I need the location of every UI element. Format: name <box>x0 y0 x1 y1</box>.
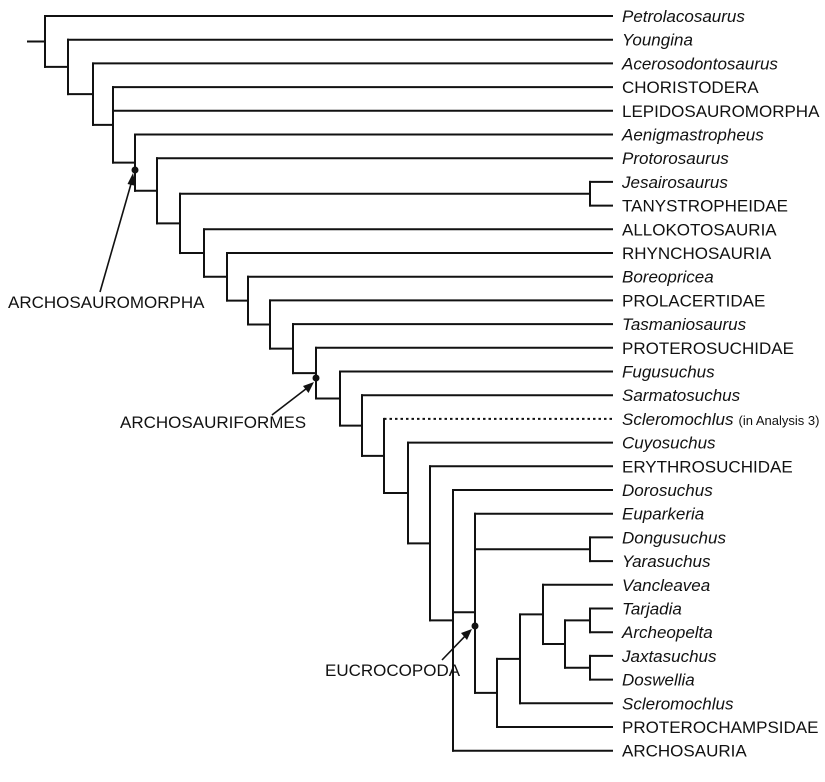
taxon-name: Scleromochlus <box>622 410 734 429</box>
taxon-label: RHYNCHOSAURIA <box>622 244 772 263</box>
taxon-label: Scleromochlus (in Analysis 3) <box>622 410 819 429</box>
taxon-name: Jaxtasuchus <box>621 647 717 666</box>
archosauromorpha-label: ARCHOSAUROMORPHA <box>8 293 205 312</box>
taxon-label: Yarasuchus <box>622 552 711 571</box>
taxon-name: ERYTHROSUCHIDAE <box>622 457 793 476</box>
archosauriformes-arrowhead <box>303 382 314 393</box>
taxon-label: Tarjadia <box>622 600 682 619</box>
taxon-label: Dongusuchus <box>622 528 726 547</box>
taxon-name: Acerosodontosaurus <box>621 54 778 73</box>
eucrocopoda-label: EUCROCOPODA <box>325 661 461 680</box>
clade-markers: ARCHOSAUROMORPHA ARCHOSAURIFORMES EUCROC… <box>8 166 479 680</box>
taxon-name: CHORISTODERA <box>622 78 759 97</box>
taxon-name: PROTEROCHAMPSIDAE <box>622 718 818 737</box>
taxon-label: Archeopelta <box>621 623 713 642</box>
taxon-name: Tarjadia <box>622 600 682 619</box>
taxon-name: TANYSTROPHEIDAE <box>622 197 788 216</box>
taxon-label: Acerosodontosaurus <box>621 54 778 73</box>
taxon-label: Doswellia <box>622 671 695 690</box>
taxon-label: TANYSTROPHEIDAE <box>622 197 788 216</box>
archosauromorpha-arrowhead <box>127 173 136 186</box>
taxon-name: Doswellia <box>622 671 695 690</box>
taxon-label: PROLACERTIDAE <box>622 291 765 310</box>
taxon-name: Dongusuchus <box>622 528 726 547</box>
archosauriformes-node <box>312 374 320 382</box>
taxon-name: Archeopelta <box>621 623 713 642</box>
archosauromorpha-node <box>131 166 139 174</box>
taxon-label: ERYTHROSUCHIDAE <box>622 457 793 476</box>
taxon-label: Dorosuchus <box>622 481 713 500</box>
taxon-label: PROTEROSUCHIDAE <box>622 339 794 358</box>
taxon-label: Youngina <box>622 31 693 50</box>
taxon-label: Tasmaniosaurus <box>622 315 747 334</box>
taxon-label: Cuyosuchus <box>622 434 716 453</box>
archosauriformes-label: ARCHOSAURIFORMES <box>120 413 306 432</box>
taxon-name: Scleromochlus <box>622 694 734 713</box>
taxon-name: Yarasuchus <box>622 552 711 571</box>
taxon-name: PROTEROSUCHIDAE <box>622 339 794 358</box>
taxon-name: Vancleavea <box>622 576 710 595</box>
taxon-name: Boreopricea <box>622 268 714 287</box>
taxon-label: LEPIDOSAUROMORPHA <box>622 102 820 121</box>
taxon-name: Fugusuchus <box>622 363 715 382</box>
taxon-labels: PetrolacosaurusYounginaAcerosodontosauru… <box>621 7 820 761</box>
branches <box>27 15 613 752</box>
taxon-label: Boreopricea <box>622 268 714 287</box>
taxon-name: Sarmatosuchus <box>622 386 741 405</box>
taxon-name: ARCHOSAURIA <box>622 742 747 761</box>
taxon-label: Petrolacosaurus <box>622 7 745 26</box>
taxon-label: Vancleavea <box>622 576 710 595</box>
archosauromorpha-arrow <box>99 176 134 293</box>
taxon-label: Scleromochlus <box>622 694 734 713</box>
taxon-name: Youngina <box>622 31 693 50</box>
taxon-name: RHYNCHOSAURIA <box>622 244 772 263</box>
taxon-note: (in Analysis 3) <box>739 413 820 428</box>
taxon-label: CHORISTODERA <box>622 78 759 97</box>
taxon-name: Petrolacosaurus <box>622 7 745 26</box>
taxon-name: Jesairosaurus <box>621 173 728 192</box>
taxon-label: Euparkeria <box>622 505 704 524</box>
eucrocopoda-node <box>471 622 479 630</box>
taxon-name: ALLOKOTOSAURIA <box>622 220 777 239</box>
taxon-name: Tasmaniosaurus <box>622 315 747 334</box>
taxon-label: Protorosaurus <box>622 149 729 168</box>
archosauriformes-arrow <box>271 384 312 416</box>
taxon-name: LEPIDOSAUROMORPHA <box>622 102 820 121</box>
taxon-label: Jesairosaurus <box>621 173 728 192</box>
taxon-name: Aenigmastropheus <box>621 126 764 145</box>
taxon-name: Euparkeria <box>622 505 704 524</box>
taxon-label: Sarmatosuchus <box>622 386 741 405</box>
taxon-name: PROLACERTIDAE <box>622 291 765 310</box>
taxon-label: Aenigmastropheus <box>621 126 764 145</box>
taxon-label: PROTEROCHAMPSIDAE <box>622 718 818 737</box>
taxon-label: Fugusuchus <box>622 363 715 382</box>
taxon-label: Jaxtasuchus <box>621 647 717 666</box>
taxon-label: ALLOKOTOSAURIA <box>622 220 777 239</box>
taxon-name: Cuyosuchus <box>622 434 716 453</box>
taxon-name: Dorosuchus <box>622 481 713 500</box>
eucrocopoda-arrowhead <box>461 629 472 640</box>
taxon-label: ARCHOSAURIA <box>622 742 747 761</box>
taxon-name: Protorosaurus <box>622 149 729 168</box>
